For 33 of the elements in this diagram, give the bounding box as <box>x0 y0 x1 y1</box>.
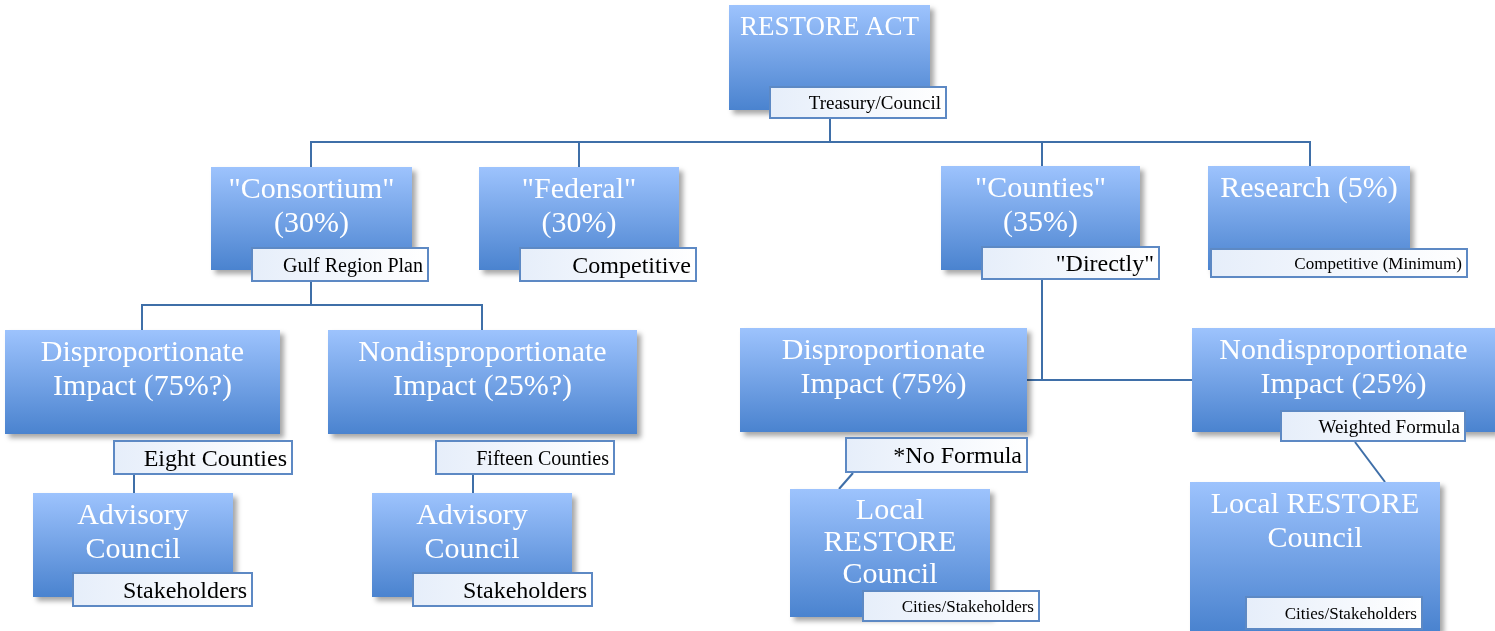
connector-line <box>1041 279 1193 381</box>
connector-line <box>133 474 135 494</box>
sub-label: Stakeholders <box>72 572 253 607</box>
box-title: "Consortium" (30%) <box>227 170 396 239</box>
sub-label: Competitive <box>519 247 697 282</box>
sub-label: Eight Counties <box>113 440 293 475</box>
org-box <box>1190 482 1440 631</box>
sub-label: Competitive (Minimum) <box>1210 248 1468 278</box>
sub-label: Gulf Region Plan <box>251 247 429 282</box>
box-title: RESTORE ACT <box>739 10 920 43</box>
connector-line <box>472 474 474 494</box>
sub-label: Cities/Stakeholders <box>862 590 1040 622</box>
box-title: "Federal" (30%) <box>520 170 638 239</box>
box-title: Advisory Council <box>76 496 190 565</box>
connector-line <box>310 281 483 331</box>
sub-label: Treasury/Council <box>769 86 947 119</box>
box-title: Disproportionate Impact (75%?) <box>39 333 246 402</box>
sub-label: Weighted Formula <box>1280 410 1466 442</box>
box-title: Disproportionate Impact (75%) <box>780 331 987 400</box>
sub-label: *No Formula <box>845 437 1028 473</box>
box-title: Local RESTORE Council <box>1209 485 1421 554</box>
connector-line <box>1354 441 1386 483</box>
sub-label: "Directly" <box>981 246 1160 280</box>
box-title: Nondisproportionate Impact (25%) <box>1218 331 1469 400</box>
box-title: Local RESTORE Council <box>822 491 958 589</box>
sub-label: Stakeholders <box>412 572 593 607</box>
box-title: Advisory Council <box>415 496 529 565</box>
sub-label: Cities/Stakeholders <box>1245 596 1423 630</box>
box-title: "Counties" (35%) <box>973 169 1108 238</box>
box-title: Nondisproportionate Impact (25%?) <box>357 333 608 402</box>
box-title: Research (5%) <box>1219 169 1399 204</box>
sub-label: Fifteen Counties <box>435 440 615 475</box>
connector-line <box>838 472 854 490</box>
